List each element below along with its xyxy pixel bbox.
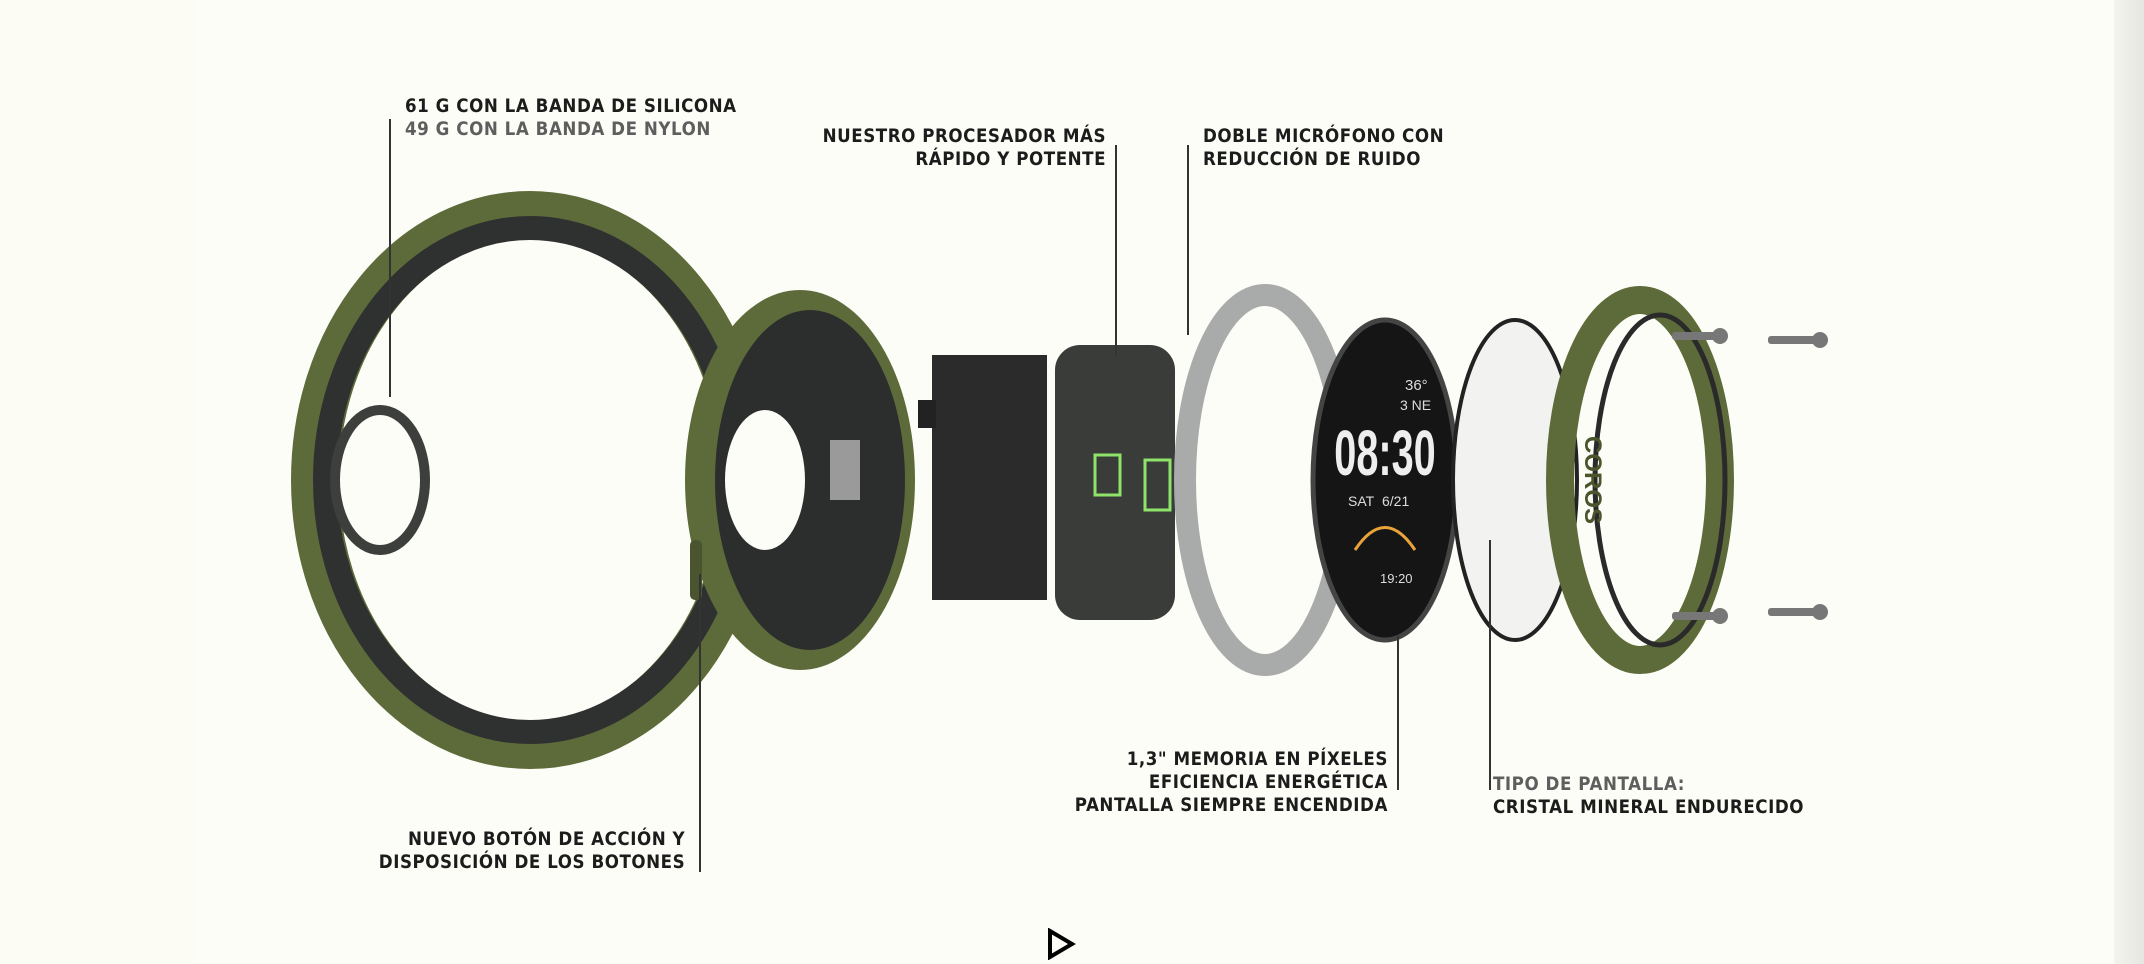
svg-text:36°: 36° bbox=[1405, 377, 1428, 394]
display-callout-line bbox=[1397, 636, 1399, 790]
weight-callout: 61 G CON LA BANDA DE SILICONA 49 G CON L… bbox=[405, 95, 737, 141]
svg-text:3 NE: 3 NE bbox=[1400, 397, 1431, 413]
left-margin bbox=[0, 0, 196, 964]
screws bbox=[1672, 328, 1828, 624]
processor-callout-line bbox=[1115, 145, 1117, 355]
microphone-line1: DOBLE MICRÓFONO CON bbox=[1203, 125, 1445, 147]
display-line2: EFICIENCIA ENERGÉTICA bbox=[1148, 771, 1388, 793]
weight-callout-line bbox=[389, 119, 391, 397]
screen-type-callout: TIPO DE PANTALLA: CRISTAL MINERAL ENDURE… bbox=[1493, 773, 1804, 819]
top-bezel: COROS bbox=[1546, 286, 1734, 674]
display-callout: 1,3" MEMORIA EN PÍXELES EFICIENCIA ENERG… bbox=[1075, 748, 1388, 817]
play-button[interactable] bbox=[1046, 927, 1076, 961]
display-line3: PANTALLA SIEMPRE ENCENDIDA bbox=[1074, 794, 1388, 816]
svg-text:6/21: 6/21 bbox=[1382, 493, 1409, 509]
svg-text:19:20: 19:20 bbox=[1380, 571, 1413, 586]
battery bbox=[918, 355, 1047, 600]
microphone-line2: REDUCCIÓN DE RUIDO bbox=[1203, 148, 1421, 170]
watch-time: 08:30 bbox=[1334, 419, 1435, 490]
weight-nylon: 49 G CON LA BANDA DE NYLON bbox=[405, 118, 711, 140]
microphone-callout-line bbox=[1187, 145, 1189, 335]
processor-line1: NUESTRO PROCESADOR MÁS bbox=[822, 125, 1106, 147]
screen-type-line2: CRISTAL MINERAL ENDURECIDO bbox=[1493, 796, 1804, 818]
circuit-board bbox=[1055, 345, 1175, 620]
processor-line2: RÁPIDO Y POTENTE bbox=[915, 148, 1106, 170]
screen-type-callout-line bbox=[1489, 540, 1491, 790]
right-edge bbox=[2114, 0, 2144, 964]
mineral-glass bbox=[1451, 318, 1579, 642]
svg-text:COROS: COROS bbox=[1579, 436, 1606, 524]
processor-callout: NUESTRO PROCESADOR MÁS RÁPIDO Y POTENTE bbox=[823, 125, 1106, 171]
weight-silicone: 61 G CON LA BANDA DE SILICONA bbox=[405, 95, 737, 117]
svg-text:SAT: SAT bbox=[1348, 493, 1375, 509]
button-line1: NUEVO BOTÓN DE ACCIÓN Y bbox=[407, 828, 685, 850]
watch-case bbox=[685, 290, 915, 670]
play-icon bbox=[1048, 927, 1076, 961]
microphone-callout: DOBLE MICRÓFONO CON REDUCCIÓN DE RUIDO bbox=[1203, 125, 1444, 171]
button-line2: DISPOSICIÓN DE LOS BOTONES bbox=[378, 851, 685, 873]
display-module: 08:30 36° 3 NE SAT 6/21 19:20 bbox=[1310, 317, 1460, 643]
strap bbox=[291, 191, 769, 769]
display-line1: 1,3" MEMORIA EN PÍXELES bbox=[1126, 748, 1388, 770]
button-callout: NUEVO BOTÓN DE ACCIÓN Y DISPOSICIÓN DE L… bbox=[379, 828, 685, 874]
button-callout-line bbox=[699, 574, 701, 872]
screen-type-line1: TIPO DE PANTALLA: bbox=[1493, 773, 1685, 795]
